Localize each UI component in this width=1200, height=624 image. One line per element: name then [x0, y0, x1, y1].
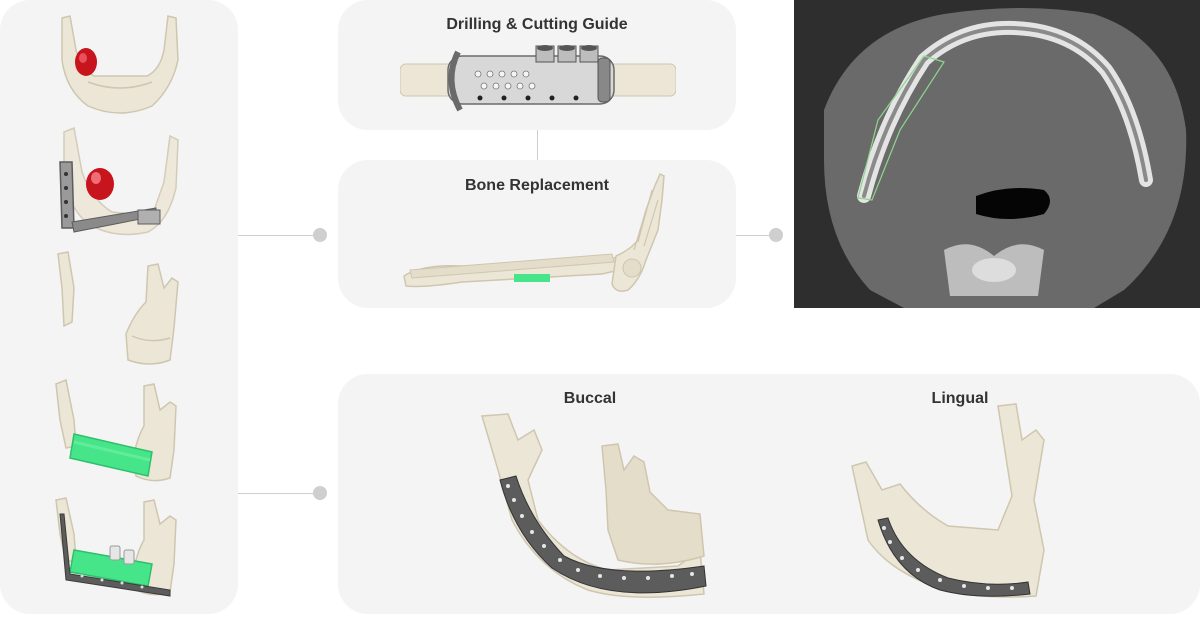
- connector-dot: [313, 228, 327, 242]
- fibula-foot-bone-icon: [403, 172, 665, 292]
- mandible-plate-views-card: Buccal Lingual: [338, 374, 1200, 614]
- bone-card-title: Bone Replacement: [464, 177, 610, 194]
- mandible-tumor-icon: [61, 15, 179, 114]
- lingual-mandible-plate-icon: [851, 403, 1045, 598]
- connector-dot: [313, 486, 327, 500]
- connector-bone-to-ct: [736, 235, 776, 236]
- mandible-resected-icon: [57, 251, 179, 365]
- buccal-mandible-plate-icon: [481, 413, 707, 598]
- mandible-guide-icon: [59, 126, 179, 236]
- guide-card-title: Drilling & Cutting Guide: [446, 16, 628, 33]
- mandible-graft-icon: [55, 378, 177, 482]
- connector-steps-to-plate: [238, 493, 314, 494]
- bone-replacement-card: Bone Replacement: [338, 160, 736, 308]
- connector-steps-to-guides: [238, 235, 314, 236]
- drilling-cutting-guide-card: Drilling & Cutting Guide: [338, 0, 736, 130]
- lingual-view-title: Lingual: [931, 390, 989, 407]
- surgical-steps-panel: [0, 0, 238, 614]
- ct-scan-image: [794, 0, 1200, 308]
- buccal-view-title: Buccal: [563, 390, 617, 407]
- ct-mandible-cross-section: [794, 0, 1200, 308]
- connector-dot: [769, 228, 783, 242]
- mandible-plate-implant-icon: [55, 497, 177, 597]
- cutting-guide-icon: [400, 45, 676, 112]
- connector-guide-to-bone: [537, 130, 538, 160]
